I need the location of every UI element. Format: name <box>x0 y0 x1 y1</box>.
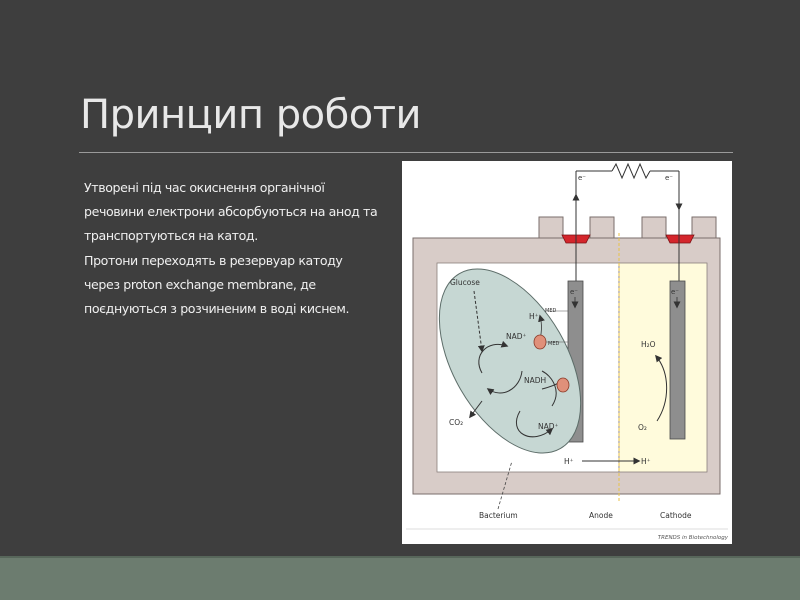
slide-title: Принцип роботи <box>80 92 422 138</box>
metabolic-cycle <box>486 370 523 396</box>
nadh-label: NADH <box>524 376 546 385</box>
mediator-oxidized <box>533 334 547 350</box>
footer-band <box>0 556 800 600</box>
cathode-label: Cathode <box>660 511 692 520</box>
co2-label: CO₂ <box>449 418 463 427</box>
electron-label: e⁻ <box>671 288 679 296</box>
anode-label: Anode <box>589 511 613 520</box>
electron-label: e⁻ <box>570 288 578 296</box>
lid-block <box>589 216 615 239</box>
body-line: Утворені під час окиснення органічної <box>84 180 325 195</box>
glucose-arrow <box>473 290 485 353</box>
figure-credit: TRENDS in Biotechnology <box>658 535 729 541</box>
med-label: MED <box>545 308 556 314</box>
nad-plus-label: NAD⁺ <box>538 422 559 431</box>
h-plus-label: H⁺ <box>564 457 574 466</box>
resistor <box>611 162 651 180</box>
bacterium-pointer <box>497 460 513 510</box>
co2-arrow <box>469 400 483 419</box>
body-line: речовини електрони абсорбуються на анод … <box>84 204 378 220</box>
lid-block <box>538 216 564 239</box>
body-line: через proton exchange membrane, де <box>84 276 316 292</box>
glucose-label: Glucose <box>450 278 480 287</box>
lid-block <box>691 216 717 239</box>
body-line: транспортуються на катод. <box>84 228 258 244</box>
body-line: Протони переходять в резервуар катоду <box>84 252 343 268</box>
o2-label: O₂ <box>638 423 647 432</box>
cathode-electrode <box>669 280 686 440</box>
oxygen-reduction-arrow <box>655 354 668 422</box>
title-divider <box>79 152 733 153</box>
body-text: Утворені під час окиснення органічної ре… <box>84 176 396 321</box>
h2o-label: H₂O <box>641 340 656 349</box>
h-plus-label: H⁺ <box>641 457 651 466</box>
body-line: поєднуються з розчиненим в воді киснем. <box>84 301 350 317</box>
metabolic-cycle <box>515 410 554 438</box>
h-plus-label: H⁺ <box>529 312 539 321</box>
lid-block <box>641 216 667 239</box>
nad-plus-label: NAD⁺ <box>506 332 527 341</box>
mediator-reduced <box>556 377 570 393</box>
bacterium-label: Bacterium <box>479 511 518 520</box>
bacterium-cell <box>438 268 582 454</box>
cathode-cap <box>665 234 695 244</box>
footer-line <box>0 556 800 558</box>
electron-label: e⁻ <box>665 174 673 182</box>
med-label: MED <box>548 341 559 347</box>
electron-label: e⁻ <box>578 174 586 182</box>
fuel-cell-diagram: e⁻ e⁻ e⁻ e⁻ Glucose H⁺ MED NAD⁺ MED NADH… <box>402 161 732 544</box>
